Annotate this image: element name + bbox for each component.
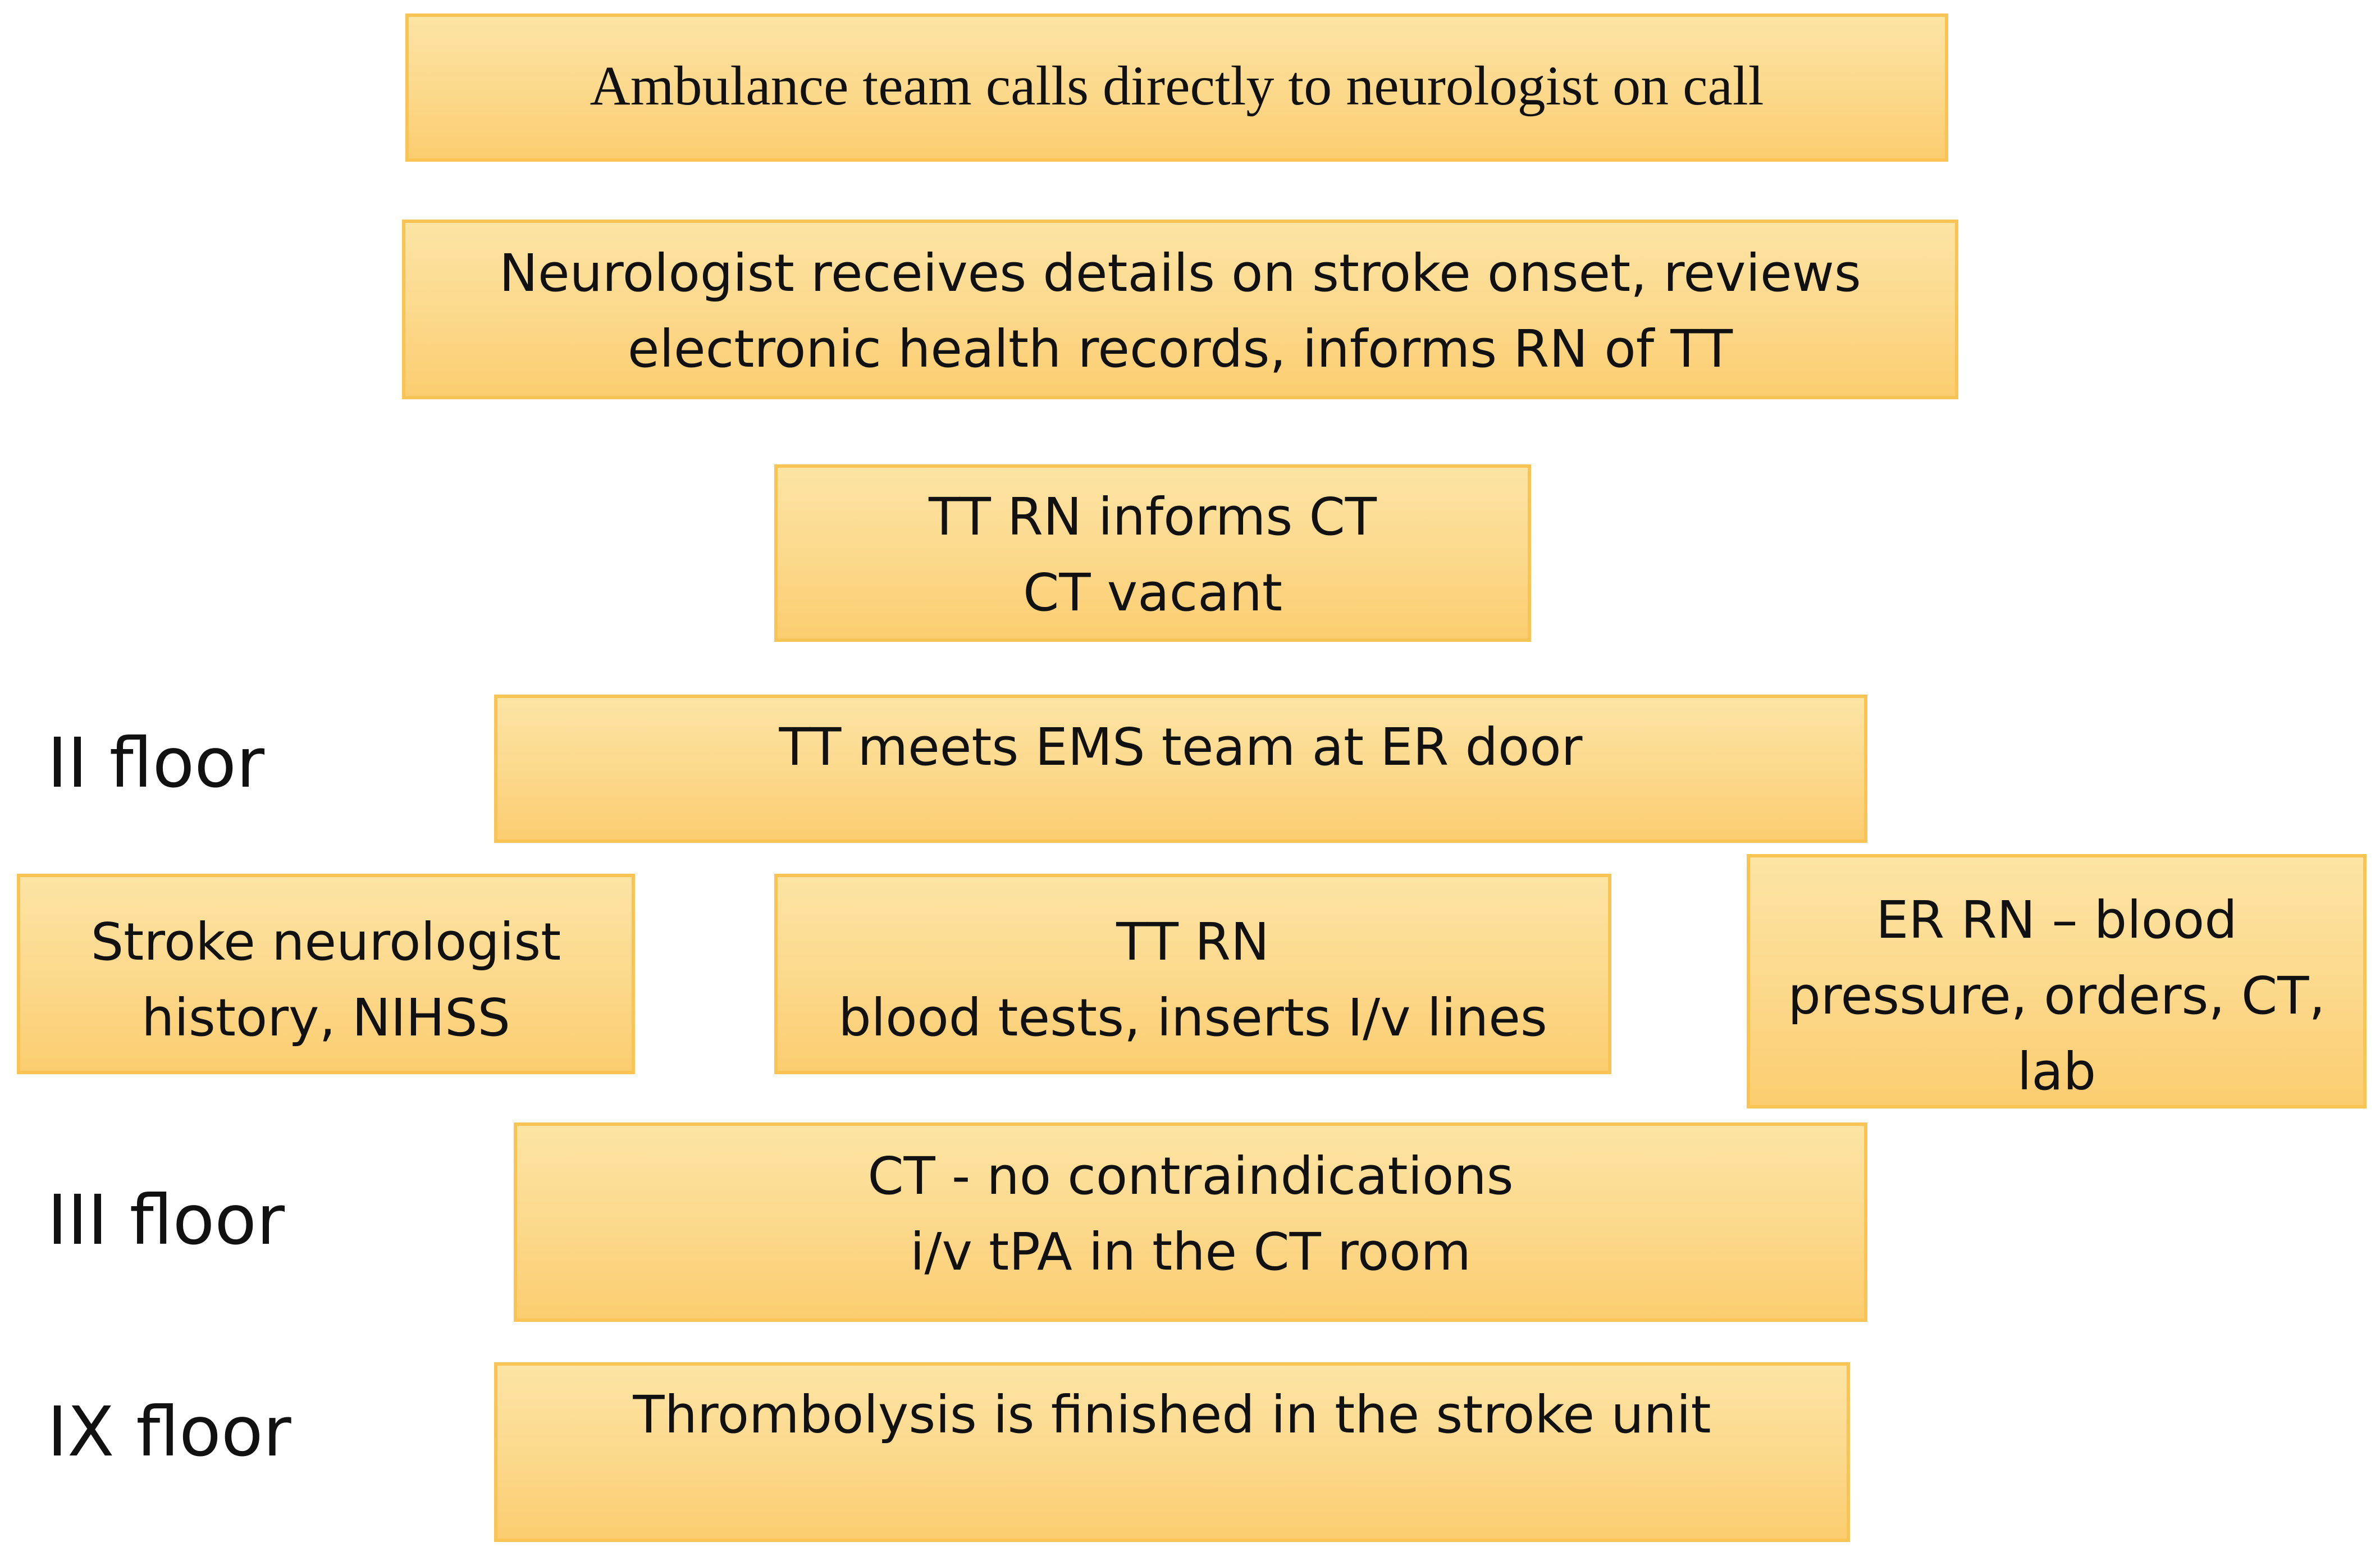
floor-label-iii: III floor <box>47 1180 285 1260</box>
er-rn-line-3: lab <box>2017 1042 2096 1102</box>
ambulance-call-box: Ambulance team calls directly to neurolo… <box>405 13 1948 162</box>
tt-rn-informs-ct-line-2: CT vacant <box>1023 563 1282 623</box>
floor-label-ii: II floor <box>47 723 265 803</box>
ct-tpa-box: CT - no contraindications i/v tPA in the… <box>514 1122 1867 1322</box>
floor-label-ix: IX floor <box>47 1392 291 1472</box>
stroke-unit-box: Thrombolysis is finished in the stroke u… <box>494 1362 1850 1542</box>
neurologist-review-line-1: Neurologist receives details on stroke o… <box>499 243 1861 303</box>
tt-rn-blood-tests-box: TT RN blood tests, inserts I/v lines <box>774 874 1611 1074</box>
er-rn-box: ER RN – blood pressure, orders, CT, lab <box>1747 854 2367 1108</box>
stroke-neurologist-line-2: history, NIHSS <box>141 988 510 1048</box>
tt-rn-informs-ct-box: TT RN informs CT CT vacant <box>774 464 1531 642</box>
er-rn-line-1: ER RN – blood <box>1876 890 2237 950</box>
ambulance-call-text: Ambulance team calls directly to neurolo… <box>590 54 1764 117</box>
ct-tpa-line-1: CT - no contraindications <box>867 1146 1514 1206</box>
stroke-neurologist-line-1: Stroke neurologist <box>90 912 561 972</box>
tt-rn-blood-tests-line-2: blood tests, inserts I/v lines <box>838 988 1547 1048</box>
ct-tpa-line-2: i/v tPA in the CT room <box>910 1222 1472 1282</box>
stroke-neurologist-box: Stroke neurologist history, NIHSS <box>17 874 635 1074</box>
er-door-box: TT meets EMS team at ER door <box>494 695 1867 843</box>
neurologist-review-box: Neurologist receives details on stroke o… <box>402 220 1958 399</box>
stroke-unit-text: Thrombolysis is finished in the stroke u… <box>633 1385 1711 1445</box>
er-door-text: TT meets EMS team at ER door <box>779 717 1583 777</box>
tt-rn-blood-tests-line-1: TT RN <box>1116 912 1269 972</box>
er-rn-line-2: pressure, orders, CT, <box>1788 966 2326 1026</box>
neurologist-review-line-2: electronic health records, informs RN of… <box>627 319 1733 379</box>
tt-rn-informs-ct-line-1: TT RN informs CT <box>929 487 1377 547</box>
